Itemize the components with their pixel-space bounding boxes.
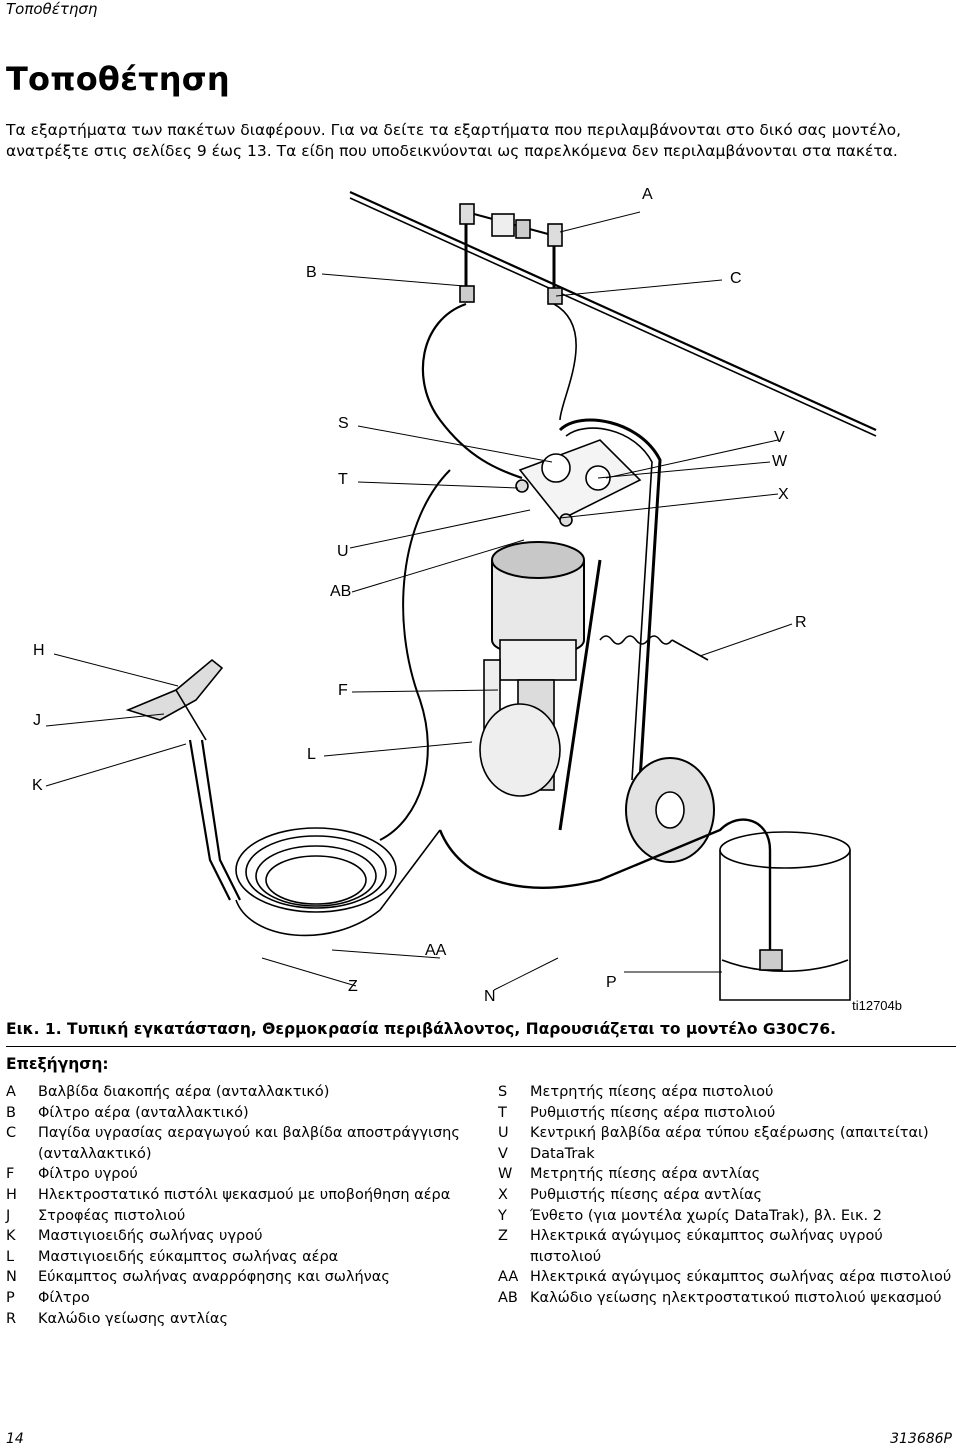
callout-X: X (778, 486, 789, 503)
callout-Z: Z (348, 978, 358, 995)
running-head: Τοποθέτηση (6, 0, 98, 18)
callout-J: J (33, 712, 41, 729)
callout-T: T (338, 471, 348, 488)
callout-L: L (307, 746, 316, 763)
figure-caption: Εικ. 1. Τυπική εγκατάσταση, Θερμοκρασία … (6, 1020, 837, 1038)
callout-C: C (730, 270, 742, 287)
callout-P: P (606, 974, 617, 991)
divider (6, 1046, 956, 1047)
callout-K: K (32, 777, 43, 794)
callout-AB: AB (330, 583, 352, 600)
legend-item: (ανταλλακτικό) (38, 1145, 152, 1162)
page-title: Τοποθέτηση (6, 60, 230, 98)
callout-R: R (795, 614, 807, 631)
figure-id: ti12704b (852, 998, 902, 1013)
callout-V: V (774, 429, 785, 446)
page-number: 14 (6, 1431, 24, 1447)
callout-U: U (337, 543, 349, 560)
callout-A: A (642, 186, 653, 203)
callout-H: H (33, 642, 45, 659)
callout-N: N (484, 988, 496, 1005)
callout-S: S (338, 415, 349, 432)
legend-title: Επεξήγηση: (6, 1055, 109, 1073)
callout-F: F (338, 682, 348, 699)
callout-W: W (772, 453, 788, 470)
intro-paragraph: Τα εξαρτήματα των πακέτων διαφέρουν. Για… (6, 121, 902, 160)
callout-B: B (306, 264, 317, 281)
installation-diagram (45, 190, 877, 1001)
callout-AA: AA (425, 942, 447, 959)
document-number: 313686P (890, 1431, 952, 1447)
